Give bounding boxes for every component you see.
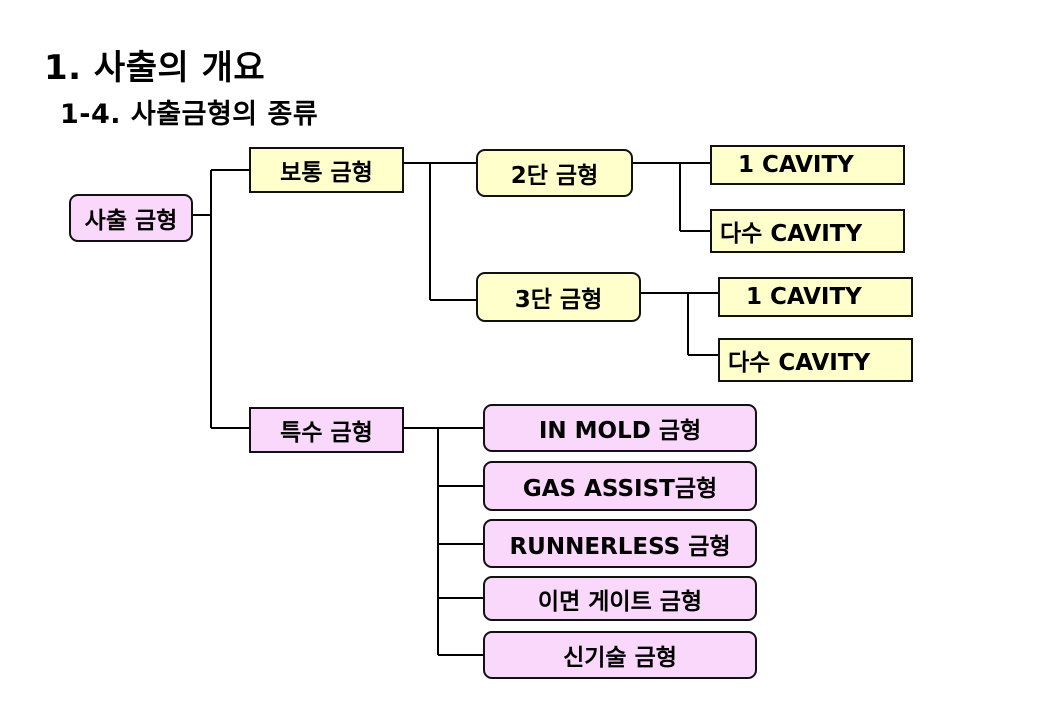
node-special-mold: 특수 금형 bbox=[249, 407, 404, 453]
section-subtitle: 1-4. 사출금형의 종류 bbox=[60, 99, 319, 130]
node-3stage-single-cavity: 1 CAVITY bbox=[718, 277, 913, 317]
node-label: 다수 CAVITY bbox=[720, 221, 863, 247]
node-two-stage-mold: 2단 금형 bbox=[476, 149, 633, 197]
node-label: 이면 게이트 금형 bbox=[537, 588, 703, 615]
node-label: 보통 금형 bbox=[280, 160, 373, 186]
node-label: 특수 금형 bbox=[280, 420, 373, 446]
node-special-item: 이면 게이트 금형 bbox=[483, 576, 757, 621]
node-label: 다수 CAVITY bbox=[728, 350, 871, 376]
node-label: 1 CAVITY bbox=[738, 152, 854, 178]
node-injection-mold-root: 사출 금형 bbox=[69, 194, 193, 242]
node-special-item: 신기술 금형 bbox=[483, 631, 757, 679]
node-label: GAS ASSIST금형 bbox=[522, 476, 718, 502]
node-label: 신기술 금형 bbox=[563, 645, 677, 671]
page-title: 1. 사출의 개요 bbox=[44, 48, 266, 88]
node-normal-mold: 보통 금형 bbox=[249, 147, 404, 193]
node-label: 1 CAVITY bbox=[746, 284, 862, 310]
node-label: 사출 금형 bbox=[84, 208, 178, 234]
node-special-item: GAS ASSIST금형 bbox=[483, 461, 757, 511]
node-2stage-multi-cavity: 다수 CAVITY bbox=[710, 209, 905, 253]
node-label: RUNNERLESS 금형 bbox=[509, 533, 731, 560]
node-label: IN MOLD 금형 bbox=[538, 418, 702, 444]
node-3stage-multi-cavity: 다수 CAVITY bbox=[718, 338, 913, 382]
node-special-item: IN MOLD 금형 bbox=[483, 404, 757, 452]
node-special-item: RUNNERLESS 금형 bbox=[483, 519, 757, 568]
node-three-stage-mold: 3단 금형 bbox=[476, 272, 641, 322]
node-label: 2단 금형 bbox=[510, 163, 599, 189]
node-2stage-single-cavity: 1 CAVITY bbox=[710, 145, 905, 185]
node-label: 3단 금형 bbox=[514, 287, 603, 313]
